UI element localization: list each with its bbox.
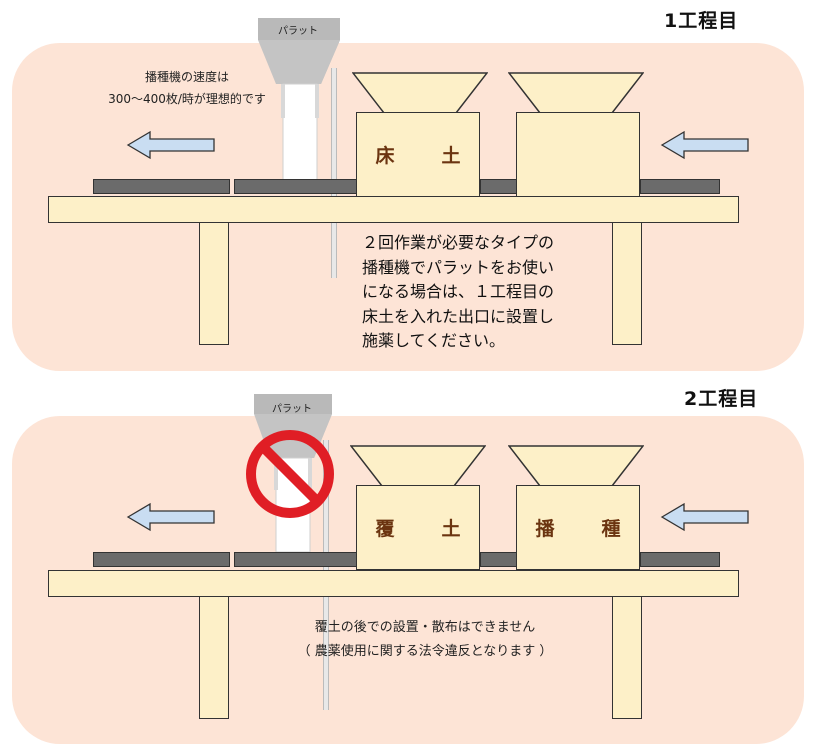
hopper-label: パラット — [278, 26, 318, 37]
warning-text: 覆土の後での設置・散布はできません （ 農薬使用に関する法令違反となります ） — [270, 616, 580, 664]
machine-label: 播 種 — [535, 518, 635, 540]
conveyor-belt — [640, 179, 720, 194]
instruction-line: 施薬してください。 — [362, 331, 506, 350]
machine-funnel — [350, 445, 486, 487]
conveyor-belt — [480, 179, 518, 194]
machine-seeding: 播 種 — [516, 485, 640, 570]
flow-arrow-left-icon — [660, 130, 749, 160]
machine-unlabeled — [516, 112, 640, 197]
conveyor-belt — [234, 552, 358, 567]
table-leg — [199, 596, 229, 719]
machine-label: 床 土 — [375, 145, 475, 167]
flow-arrow-left-icon — [126, 502, 215, 532]
warning-line2: （ 農薬使用に関する法令違反となります ） — [297, 644, 553, 659]
conveyor-belt — [640, 552, 720, 567]
flow-arrow-left-icon — [660, 502, 749, 532]
table-leg — [612, 222, 642, 345]
stage1-title: 1工程目 — [664, 10, 739, 32]
conveyor-belt — [93, 179, 230, 194]
table-leg — [612, 596, 642, 719]
instruction-line: 播種機でパラットをお使い — [362, 257, 555, 277]
instruction-line: になる場合は、１工程目の — [362, 282, 555, 301]
machine-covering-soil: 覆 土 — [356, 485, 480, 570]
instruction-text: ２回作業が必要なタイプの 播種機でパラットをお使い になる場合は、１工程目の 床… — [362, 231, 602, 354]
machine-bed-soil: 床 土 — [356, 112, 480, 197]
guide-pole — [331, 68, 337, 278]
warning-line1: 覆土の後での設置・散布はできません — [314, 620, 536, 635]
speed-note: 播種機の速度は 300〜400枚/時が理想的です — [72, 66, 302, 110]
machine-label: 覆 土 — [375, 518, 475, 540]
flow-arrow-left-icon — [126, 130, 215, 160]
speed-note-line2: 300〜400枚/時が理想的です — [108, 92, 266, 106]
instruction-line: ２回作業が必要なタイプの — [362, 233, 555, 252]
table-top — [48, 196, 739, 223]
machine-funnel — [508, 445, 644, 487]
conveyor-belt — [480, 552, 518, 567]
prohibited-icon — [246, 430, 334, 518]
hopper-label: パラット — [272, 404, 312, 415]
machine-funnel — [508, 72, 644, 114]
machine-funnel — [352, 72, 488, 114]
instruction-line: 床土を入れた出口に設置し — [362, 306, 555, 326]
table-top — [48, 570, 739, 597]
stage2-title: 2工程目 — [684, 388, 759, 410]
speed-note-line1: 播種機の速度は — [144, 70, 229, 84]
table-leg — [199, 222, 229, 345]
conveyor-belt — [93, 552, 230, 567]
conveyor-belt — [234, 179, 358, 194]
